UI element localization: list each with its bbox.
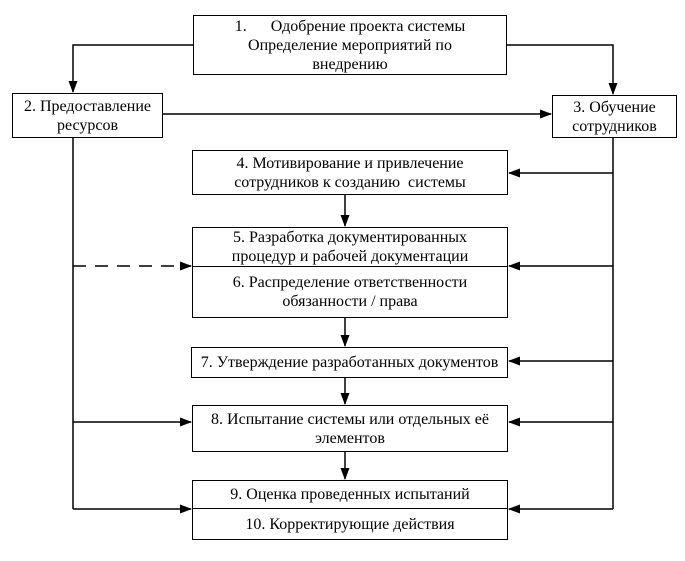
step-2-line-2: ресурсов	[56, 116, 119, 134]
step-4-box: 4. Мотивирование и привлечение сотрудник…	[192, 150, 508, 195]
step-1-line-3: внедрению	[312, 55, 388, 73]
step-3-box: 3. Обучение сотрудников	[552, 95, 677, 138]
step-4-line-2: сотрудников к созданию системы	[234, 173, 466, 191]
step-5-line-1: 5. Разработка документированных	[232, 229, 468, 246]
edge-1-to-3	[507, 44, 618, 95]
step-8-line-2: элементов	[315, 429, 385, 447]
step-6-line-2: обязанности / права	[282, 293, 418, 310]
step-9-line-1: 9. Оценка проведенных испытаний	[230, 486, 470, 503]
step-10-line-1: 10. Корректирующие действия	[245, 515, 455, 533]
edge-1-to-2	[68, 44, 193, 93]
step-5-section: 5. Разработка документированных процедур…	[193, 228, 507, 267]
step-6-section: 6. Распределение ответственности обязанн…	[193, 267, 507, 317]
step-3-line-1: 3. Обучение	[573, 98, 656, 116]
step-9-10-box: 9. Оценка проведенных испытаний 10. Корр…	[192, 480, 508, 540]
step-6-line-1: 6. Распределение ответственности	[232, 274, 468, 291]
step-1-box: 1. Одобрение проекта системы Определение…	[193, 15, 507, 75]
step-8-box: 8. Испытание системы или отдельных её эл…	[192, 405, 508, 452]
step-10-section: 10. Корректирующие действия	[193, 509, 507, 539]
step-4-line-1: 4. Мотивирование и привлечение	[236, 154, 464, 172]
step-2-line-1: 2. Предоставление	[23, 97, 152, 115]
step-5-6-box: 5. Разработка документированных процедур…	[192, 227, 508, 318]
step-8-line-1: 8. Испытание системы или отдельных её	[211, 410, 489, 428]
step-1-line-2: Определение мероприятий по	[248, 36, 452, 54]
step-5-line-2: процедур и рабочей документации	[231, 248, 469, 265]
step-2-box: 2. Предоставление ресурсов	[12, 93, 163, 138]
step-1-line-1: 1. Одобрение проекта системы	[234, 17, 466, 35]
step-9-section: 9. Оценка проведенных испытаний	[193, 481, 507, 509]
step-3-line-2: сотрудников	[572, 117, 657, 135]
step-7-box: 7. Утверждение разработанных документов	[191, 347, 508, 378]
step-7-line-1: 7. Утверждение разработанных документов	[200, 354, 499, 371]
